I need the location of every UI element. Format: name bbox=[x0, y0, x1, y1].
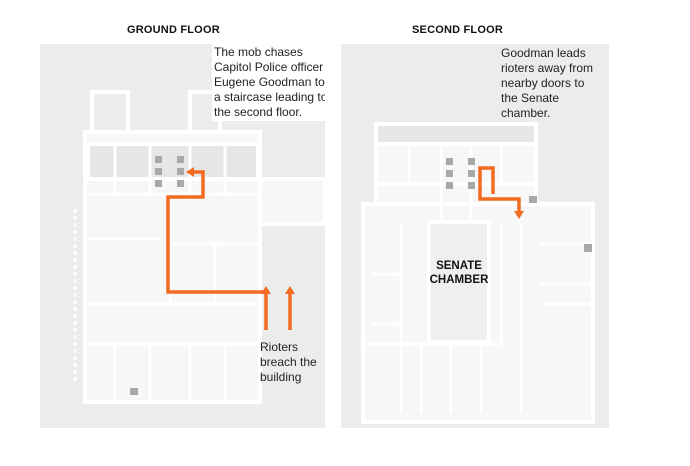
arrow-icon bbox=[186, 167, 194, 177]
arrow-icon bbox=[261, 286, 271, 294]
second-floor-title: SECOND FLOOR bbox=[412, 24, 504, 36]
second-floor-annotation: Goodman leads rioters away from nearby d… bbox=[501, 46, 601, 121]
second-floor-route bbox=[478, 166, 524, 219]
entry-annotation: Rioters breach the building bbox=[260, 340, 317, 384]
arrow-icon bbox=[285, 286, 295, 294]
arrow-icon bbox=[514, 211, 524, 219]
second-floor-plan: Goodman leads rioters away from nearby d… bbox=[341, 44, 609, 428]
ground-floor-plan: The mob chases Capitol Police officer Eu… bbox=[40, 44, 325, 428]
second-floor-map bbox=[361, 122, 595, 424]
route-path bbox=[478, 166, 521, 212]
senate-chamber-label: SENATE CHAMBER bbox=[429, 260, 489, 286]
ground-floor-title: GROUND FLOOR bbox=[127, 24, 220, 36]
ground-floor-annotation: The mob chases Capitol Police officer Eu… bbox=[212, 44, 325, 121]
ground-floor-route bbox=[166, 167, 295, 330]
ground-floor-map bbox=[73, 90, 325, 404]
route-path bbox=[166, 170, 268, 330]
